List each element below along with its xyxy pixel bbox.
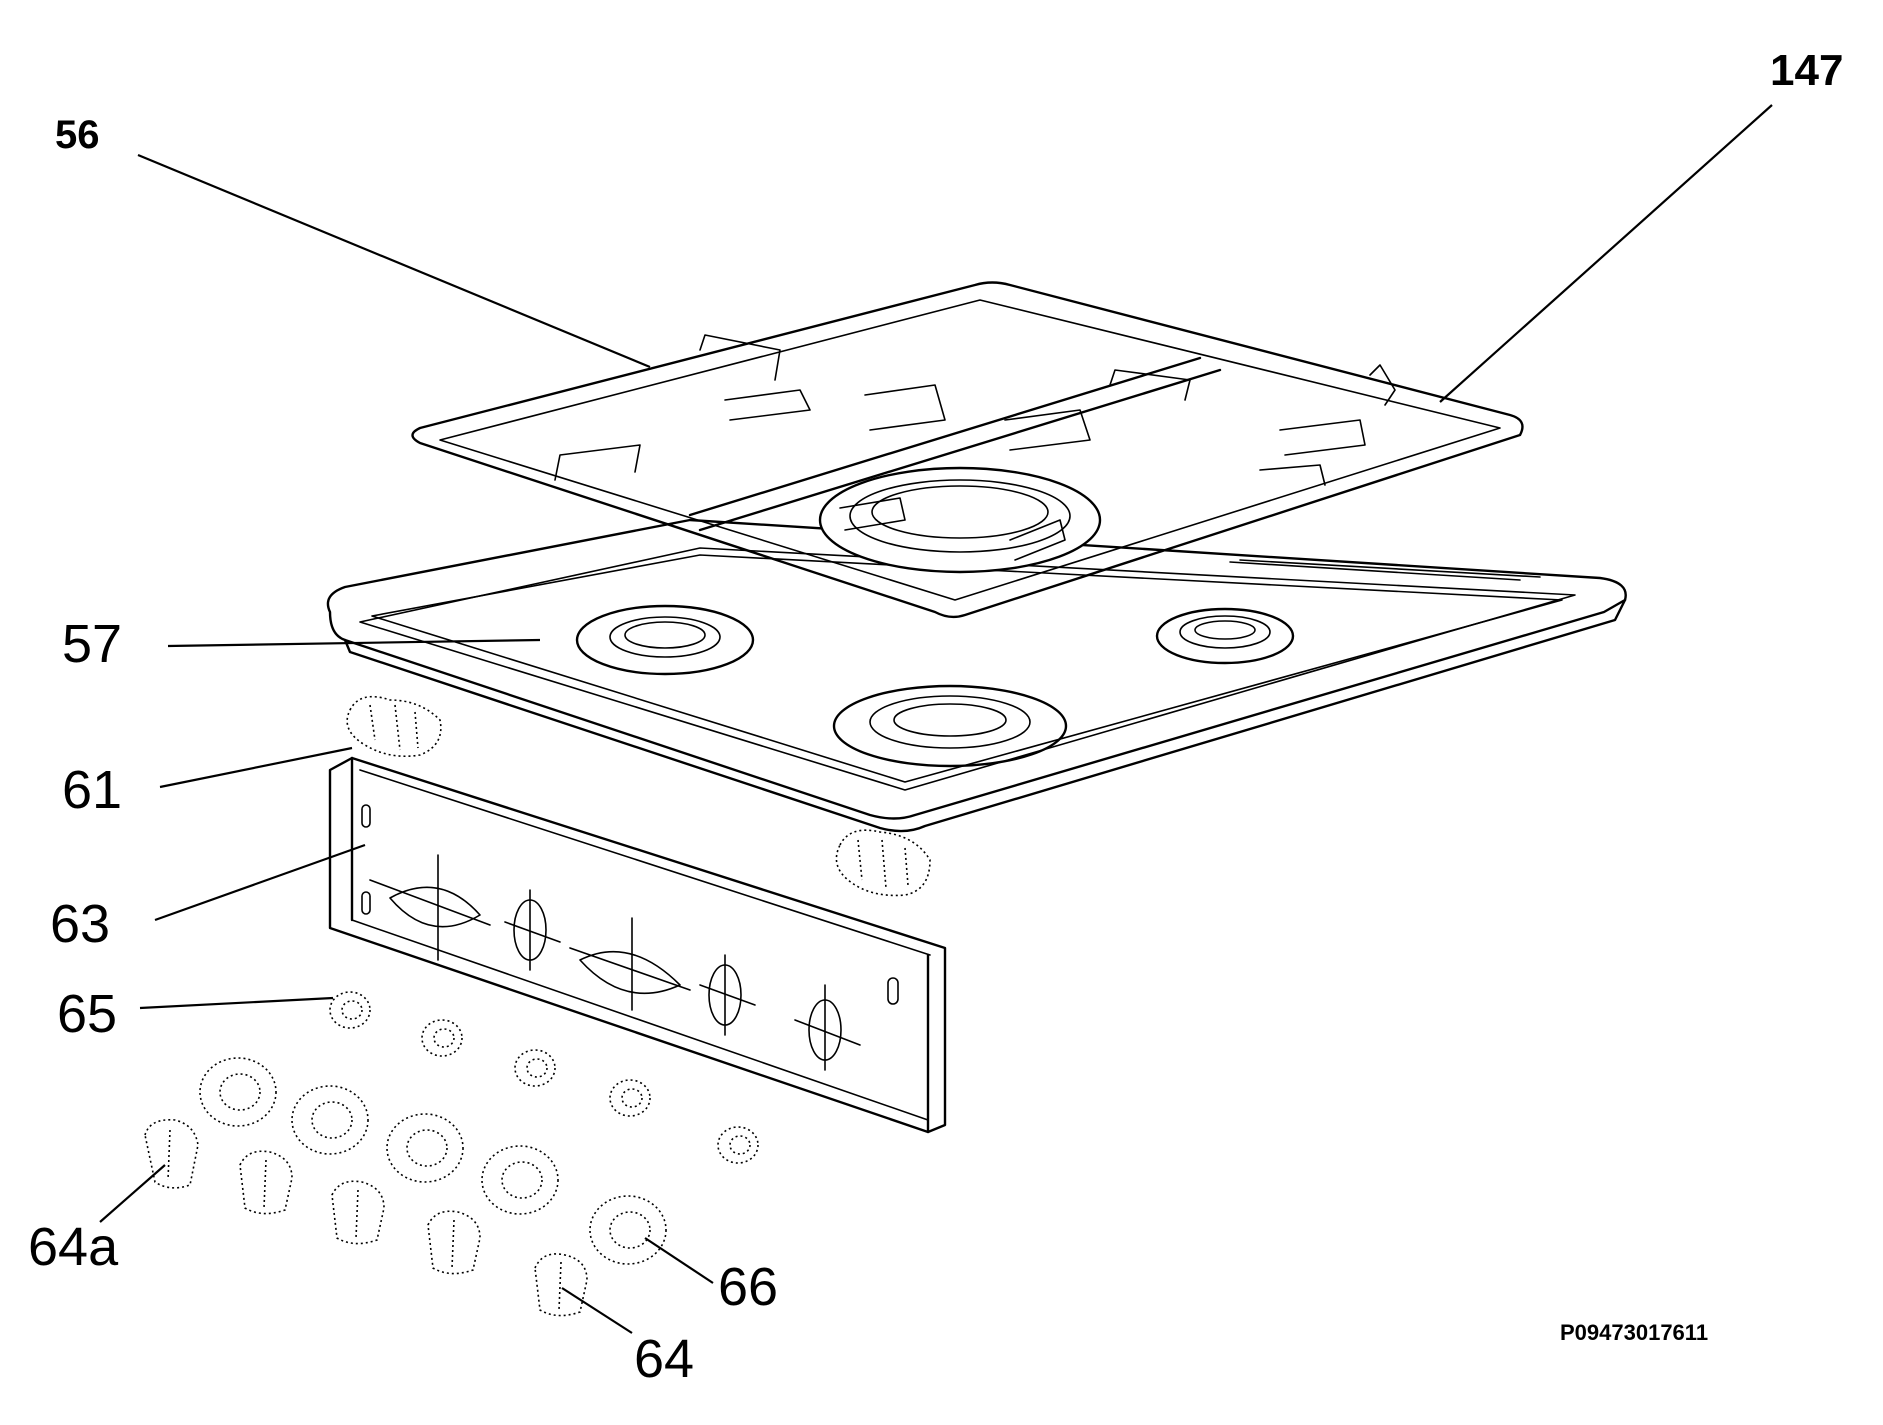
bezel-1	[199, 1057, 277, 1127]
leader-lines	[99, 104, 1773, 1334]
leader-147	[1439, 104, 1773, 403]
knob-2	[239, 1150, 293, 1215]
burner-rear-large	[818, 466, 1102, 574]
bezel-2	[291, 1085, 369, 1155]
callout-63: 63	[50, 894, 110, 954]
spindle-3	[514, 1049, 556, 1087]
bezel-4	[481, 1145, 559, 1215]
leader-65	[139, 996, 334, 1010]
control-panel	[328, 756, 947, 1134]
callout-147: 147	[1770, 46, 1843, 95]
spindle-2	[421, 1019, 463, 1057]
knob-3	[331, 1180, 385, 1245]
leader-63	[154, 843, 366, 922]
callout-64: 64	[634, 1329, 694, 1389]
leader-56	[137, 153, 651, 369]
burner-right	[1155, 607, 1295, 665]
panel-bracket-right	[835, 829, 931, 897]
panel-knob-marking-4	[699, 954, 756, 1036]
leader-57	[167, 638, 541, 648]
panel-knob-marking-5	[794, 984, 861, 1071]
callout-labels: 56 147 57 61 63 65 64a 66 64	[28, 46, 1843, 1389]
callout-61: 61	[62, 760, 122, 820]
knob-bezels	[199, 1057, 667, 1265]
leader-61	[159, 746, 353, 789]
burner-front-center	[832, 684, 1068, 768]
knob-64a	[144, 1118, 199, 1189]
knob-4	[427, 1210, 481, 1275]
leader-64	[561, 1287, 633, 1334]
spindle-5	[717, 1126, 759, 1164]
callout-57: 57	[62, 614, 122, 674]
leader-66	[644, 1237, 714, 1284]
pan-support-grid	[411, 281, 1524, 619]
leader-64a	[99, 1164, 166, 1223]
reference-code: P09473017611	[1560, 1320, 1708, 1345]
bezel-5	[589, 1195, 667, 1265]
spindle-1	[329, 991, 371, 1029]
panel-knob-marking-3	[569, 917, 691, 1011]
panel-knob-marking-2	[504, 889, 561, 971]
bezel-3	[386, 1113, 464, 1183]
spindle-4	[609, 1079, 651, 1117]
callout-64a: 64a	[28, 1217, 119, 1277]
callout-56: 56	[55, 113, 100, 157]
control-knobs	[144, 1118, 588, 1317]
callout-65: 65	[57, 984, 117, 1044]
hob-top-plate	[326, 518, 1627, 833]
callout-66: 66	[718, 1257, 778, 1317]
knob-64	[534, 1253, 588, 1317]
panel-bracket-left	[346, 695, 442, 758]
panel-knob-marking-1	[369, 854, 491, 961]
knob-spindles	[329, 991, 759, 1164]
burner-front-left	[575, 604, 755, 676]
